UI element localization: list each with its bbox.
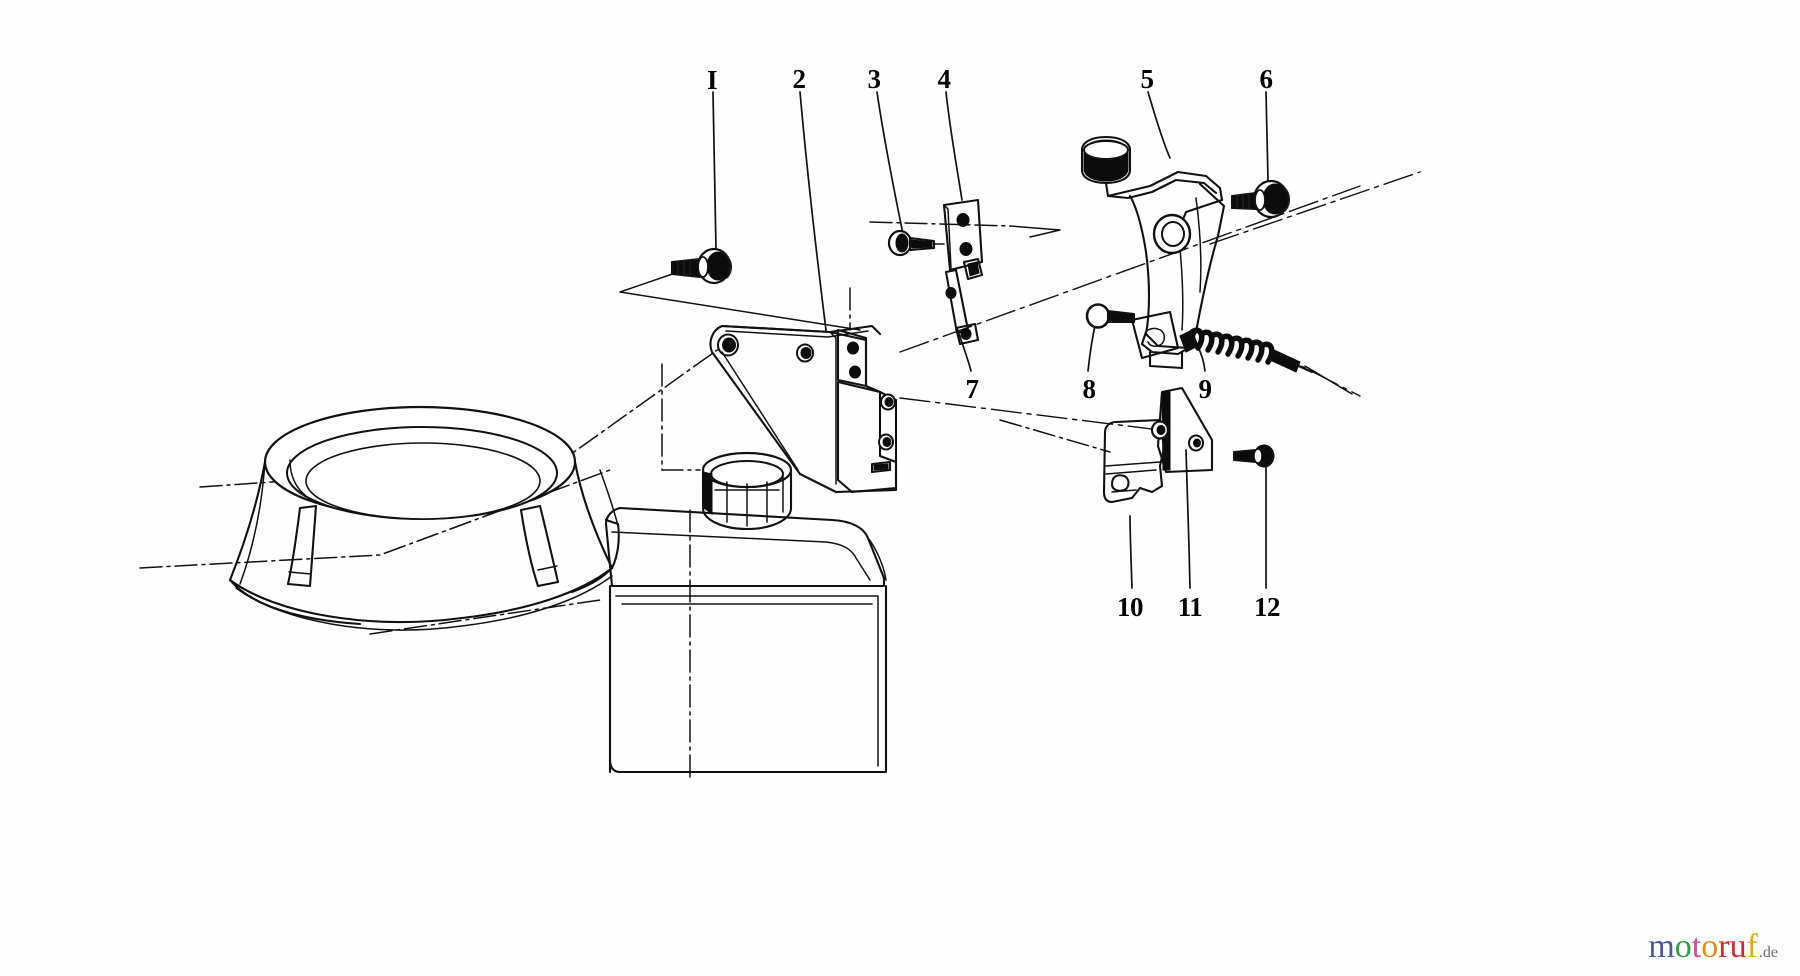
callout-label-3: 3 <box>868 64 881 94</box>
part-12-screw-small <box>1232 444 1275 468</box>
part-10-slotted-clip-plate <box>1102 418 1170 504</box>
callout-label-4: 4 <box>938 64 951 94</box>
fuel-tank <box>604 451 888 774</box>
callout-label-1: I <box>707 65 717 95</box>
motoruf-watermark: motoruf.de <box>1648 930 1778 964</box>
part-1-screw-flange-head-upper <box>670 247 733 285</box>
callout-leaders <box>712 91 1269 589</box>
watermark-letter-4: r <box>1718 928 1730 965</box>
callout-label-6: 6 <box>1260 64 1273 94</box>
watermark-suffix: .de <box>1758 944 1778 961</box>
assembly-centerlines <box>139 171 1421 781</box>
watermark-letter-6: f <box>1746 928 1758 965</box>
callout-label-7: 7 <box>966 374 979 404</box>
part-7-link-rod-bracket <box>944 268 980 346</box>
watermark-letter-0: m <box>1648 928 1675 965</box>
callout-label-11: 11 <box>1178 592 1203 622</box>
callout-label-12: 12 <box>1254 592 1280 622</box>
callout-label-9: 9 <box>1199 374 1212 404</box>
fuel-cap <box>701 451 793 531</box>
callout-label-5: 5 <box>1141 64 1154 94</box>
blower-housing-shroud <box>228 405 620 631</box>
callout-numbers: I 2 3 4 5 6 7 8 9 10 11 12 <box>707 64 1281 622</box>
watermark-letter-1: o <box>1674 928 1692 965</box>
callout-label-2: 2 <box>793 64 806 94</box>
part-5-control-lever-knob <box>1080 135 1226 370</box>
part-4-flat-link-plate <box>942 198 984 281</box>
callout-label-8: 8 <box>1083 374 1096 404</box>
part-3-shoulder-screw <box>887 229 945 257</box>
watermark-letter-3: o <box>1701 928 1719 965</box>
part-8-pivot-pin <box>1085 303 1136 329</box>
part-2-control-bracket <box>709 324 898 494</box>
watermark-letter-2: t <box>1691 928 1702 965</box>
callout-label-10: 10 <box>1117 592 1143 622</box>
part-9-extension-spring-cable <box>1130 310 1361 397</box>
watermark-letter-5: u <box>1729 928 1747 965</box>
part-6-screw-flange-head-right <box>1230 179 1291 219</box>
